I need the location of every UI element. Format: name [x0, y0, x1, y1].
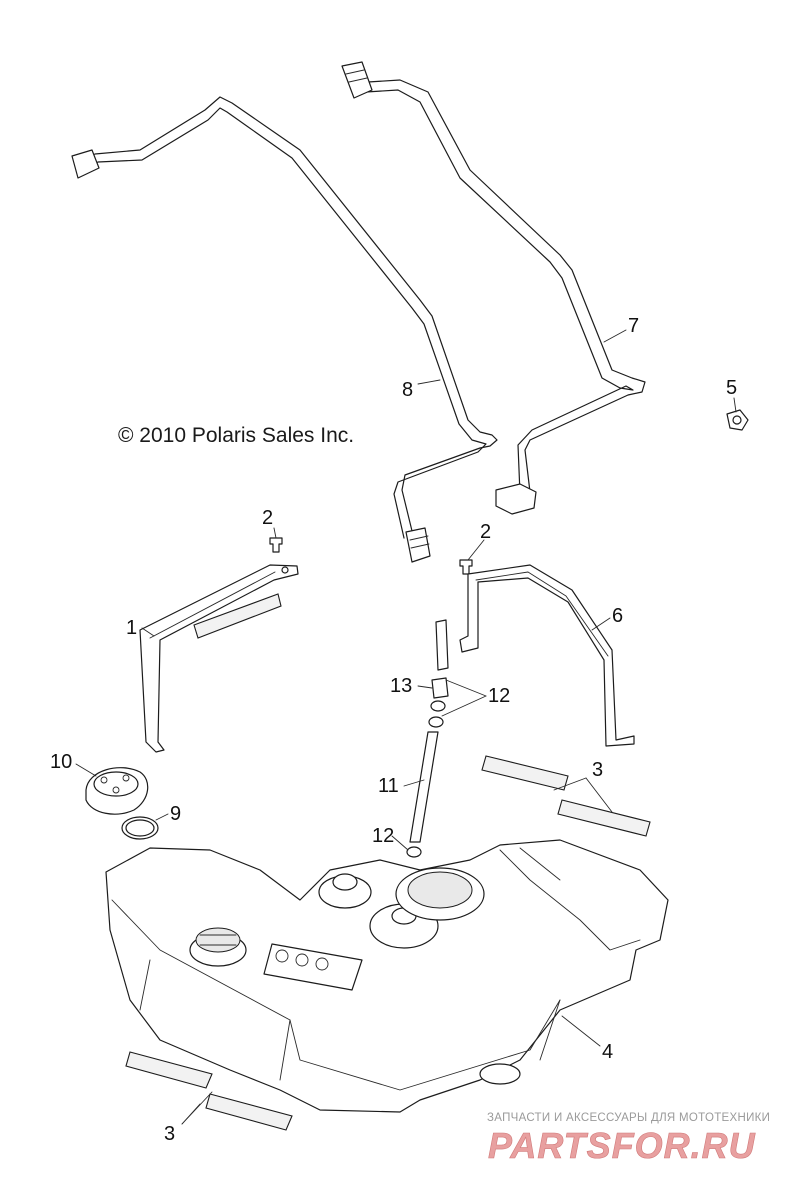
tank-pad-right-upper [481, 755, 569, 791]
vent-tube-11 [409, 731, 439, 843]
callout-11: 11 [378, 775, 399, 797]
callout-6: 6 [612, 605, 623, 627]
callout-1: 1 [126, 617, 137, 639]
bolt-2-right [459, 559, 473, 575]
fuel-tank-4 [105, 839, 669, 1113]
bolt-2-left [269, 537, 283, 553]
copyright-notice: © 2010 Polaris Sales Inc. [118, 424, 355, 447]
vent-tube-upper [435, 619, 449, 671]
vent-hose-7 [341, 61, 646, 515]
tank-strap-6 [459, 564, 635, 747]
leader-lines [75, 329, 737, 1125]
fuel-cap-10 [85, 767, 149, 815]
tank-pad-lower-upper [125, 1051, 213, 1089]
callout-3-left: 3 [164, 1123, 175, 1145]
tank-pad-lower-lower [205, 1093, 293, 1131]
callout-13: 13 [390, 675, 412, 697]
callout-2-left: 2 [262, 507, 273, 529]
callout-8: 8 [402, 379, 413, 401]
callout-5: 5 [726, 377, 737, 399]
callout-10: 10 [50, 751, 72, 773]
watermark-logo: PARTSFOR.RU [488, 1125, 756, 1167]
clamp-12-upper [428, 700, 446, 728]
cap-seal-9 [121, 816, 159, 840]
hose-clip-5 [726, 409, 749, 431]
clamp-12-lower [406, 846, 422, 858]
tank-pad-right-lower [557, 799, 651, 837]
callout-3-right: 3 [592, 759, 603, 781]
callout-7: 7 [628, 315, 639, 337]
watermark-tagline: ЗАПЧАСТИ И АКСЕССУАРЫ ДЛЯ МОТОТЕХНИКИ [487, 1112, 771, 1124]
callout-12-lower: 12 [372, 825, 394, 847]
fitting-13 [431, 677, 449, 699]
callout-9: 9 [170, 803, 181, 825]
tank-strap-1 [139, 564, 299, 753]
tank-pad-upper-left [193, 593, 282, 639]
callout-2-right: 2 [480, 521, 491, 543]
watermark-logo-text: PARTSFOR.RU [488, 1125, 756, 1166]
callout-12-upper: 12 [488, 685, 510, 707]
callout-4: 4 [602, 1041, 613, 1063]
vent-hose-8 [71, 96, 498, 563]
